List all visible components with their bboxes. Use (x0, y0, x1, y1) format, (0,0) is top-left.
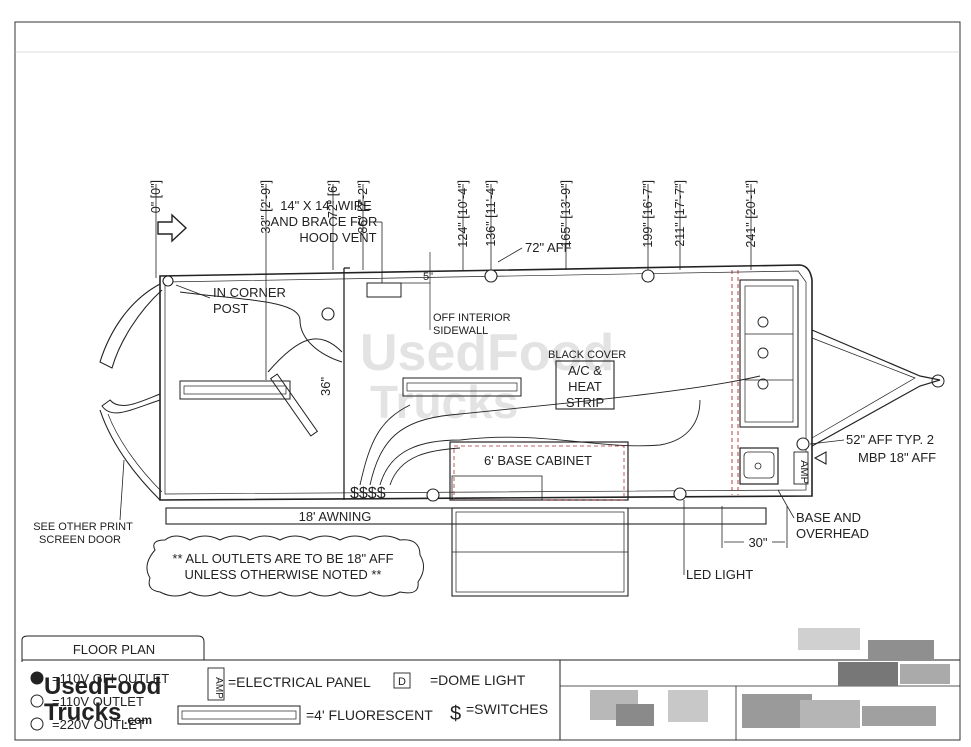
center-watermark: UsedFood Trucks (360, 324, 614, 428)
svg-text:UsedFood: UsedFood (44, 673, 161, 700)
svg-text:$$$$: $$$$ (350, 485, 386, 502)
outlet-220-icon (30, 717, 44, 731)
dimension-marker: 211" [17'-7"] (673, 180, 687, 270)
svg-text:72" AFF: 72" AFF (525, 240, 572, 255)
svg-text:Trucks: Trucks (370, 376, 518, 428)
svg-text:OFF INTERIOR: OFF INTERIOR (433, 312, 511, 324)
gfi-outlet-icon (30, 671, 44, 685)
legend-title-block: FLOOR PLAN =110V GFI OUTLET =110V OUTLET… (21, 635, 960, 740)
svg-text:36": 36" (318, 377, 333, 396)
outlet-symbols (162, 269, 810, 502)
svg-text:=DOME LIGHT: =DOME LIGHT (430, 672, 526, 688)
svg-text:=SWITCHES: =SWITCHES (466, 701, 548, 717)
switch-legend-icon: $ (450, 703, 461, 725)
svg-text:30": 30" (748, 535, 767, 550)
svg-text:AMP: AMP (798, 460, 810, 484)
svg-text:=4' FLUORESCENT: =4' FLUORESCENT (306, 707, 433, 723)
svg-text:Trucks: Trucks (44, 699, 121, 726)
outlet-72-aff-icon (484, 269, 498, 283)
svg-text:BLACK COVER: BLACK COVER (548, 349, 626, 361)
svg-text:5": 5" (423, 271, 433, 283)
dimension-marker: 0" [0"] (149, 180, 163, 278)
svg-text:=ELECTRICAL PANEL: =ELECTRICAL PANEL (228, 674, 371, 690)
svg-text:HOOD VENT: HOOD VENT (299, 230, 376, 245)
outlet-cabinet-icon (426, 488, 440, 502)
dimension-marker: 165" [13'-9"] (559, 180, 573, 270)
dimension-marker: 199" [16'-7"] (641, 180, 655, 270)
svg-text:A/C &: A/C & (568, 363, 602, 378)
outlets-note-cloud (146, 535, 424, 597)
dimension-marker: 86" [7'-2"] (356, 180, 370, 270)
svg-text:=220V OUTLET: =220V OUTLET (52, 717, 145, 732)
amp-legend-icon: AMP (213, 677, 224, 699)
dimension-marker: 33" [2'-9"] (259, 180, 273, 380)
led-light-icon (673, 487, 687, 501)
svg-text:.com: .com (124, 713, 152, 727)
svg-text:OVERHEAD: OVERHEAD (796, 526, 869, 541)
mbp-arrow-icon (813, 451, 827, 465)
svg-text:6' BASE CABINET: 6' BASE CABINET (484, 453, 592, 468)
callouts: 14" X 14" WIRE AND BRACE FOR HOOD VENT 7… (33, 198, 936, 597)
svg-text:UsedFood: UsedFood (360, 324, 614, 382)
redacted-title-block (590, 628, 950, 728)
svg-text:HEAT: HEAT (568, 379, 602, 394)
dimension-marker: 124" [10'-4"] (456, 180, 470, 270)
svg-text:BASE AND: BASE AND (796, 510, 861, 525)
dimension-markers: 0" [0"] 33" [2'-9"] 72" [6'] 86" [7'-2"] 124… (149, 180, 758, 380)
dimension-marker: 72" [6'] (326, 180, 340, 270)
entry-arrow-icon (157, 213, 188, 243)
svg-text:SIDEWALL: SIDEWALL (433, 325, 488, 337)
trailer-outline (99, 264, 945, 597)
svg-text:14" X 14" WIRE: 14" X 14" WIRE (280, 198, 372, 213)
svg-text:** ALL OUTLETS ARE TO BE 18" A: ** ALL OUTLETS ARE TO BE 18" AFF (172, 551, 393, 566)
dimension-marker: 241" [20'-1"] (744, 180, 758, 270)
svg-text:POST: POST (213, 301, 248, 316)
svg-text:=110V OUTLET: =110V OUTLET (52, 694, 144, 709)
svg-text:18' AWNING: 18' AWNING (299, 509, 372, 524)
svg-text:SEE OTHER PRINT: SEE OTHER PRINT (33, 521, 133, 533)
outlet-199-icon (641, 269, 655, 283)
outlet-52-aff-icon (796, 437, 810, 451)
fluorescent-legend-icon (177, 705, 301, 725)
svg-text:=110V GFI OUTLET: =110V GFI OUTLET (52, 671, 169, 686)
dimension-marker: 136" [11'-4"] (484, 180, 498, 270)
wall-outlet-icon (321, 307, 335, 321)
dome-light-icon: D (398, 676, 406, 688)
svg-text:SCREEN DOOR: SCREEN DOOR (39, 534, 121, 546)
outlet-110-icon (30, 694, 44, 708)
svg-text:AND BRACE FOR: AND BRACE FOR (271, 214, 378, 229)
svg-text:MBP 18" AFF: MBP 18" AFF (858, 450, 936, 465)
corner-post-outlet-icon (162, 275, 174, 287)
svg-text:STRIP: STRIP (566, 395, 604, 410)
svg-text:IN CORNER: IN CORNER (213, 285, 286, 300)
svg-text:UNLESS OTHERWISE NOTED **: UNLESS OTHERWISE NOTED ** (185, 567, 382, 582)
svg-text:LED LIGHT: LED LIGHT (686, 567, 753, 582)
svg-text:52" AFF TYP. 2: 52" AFF TYP. 2 (846, 432, 934, 447)
legend-title: FLOOR PLAN (73, 642, 155, 657)
sheet-border (14, 21, 961, 741)
usedfoodtrucks-logo: UsedFood Trucks .com (44, 673, 161, 727)
